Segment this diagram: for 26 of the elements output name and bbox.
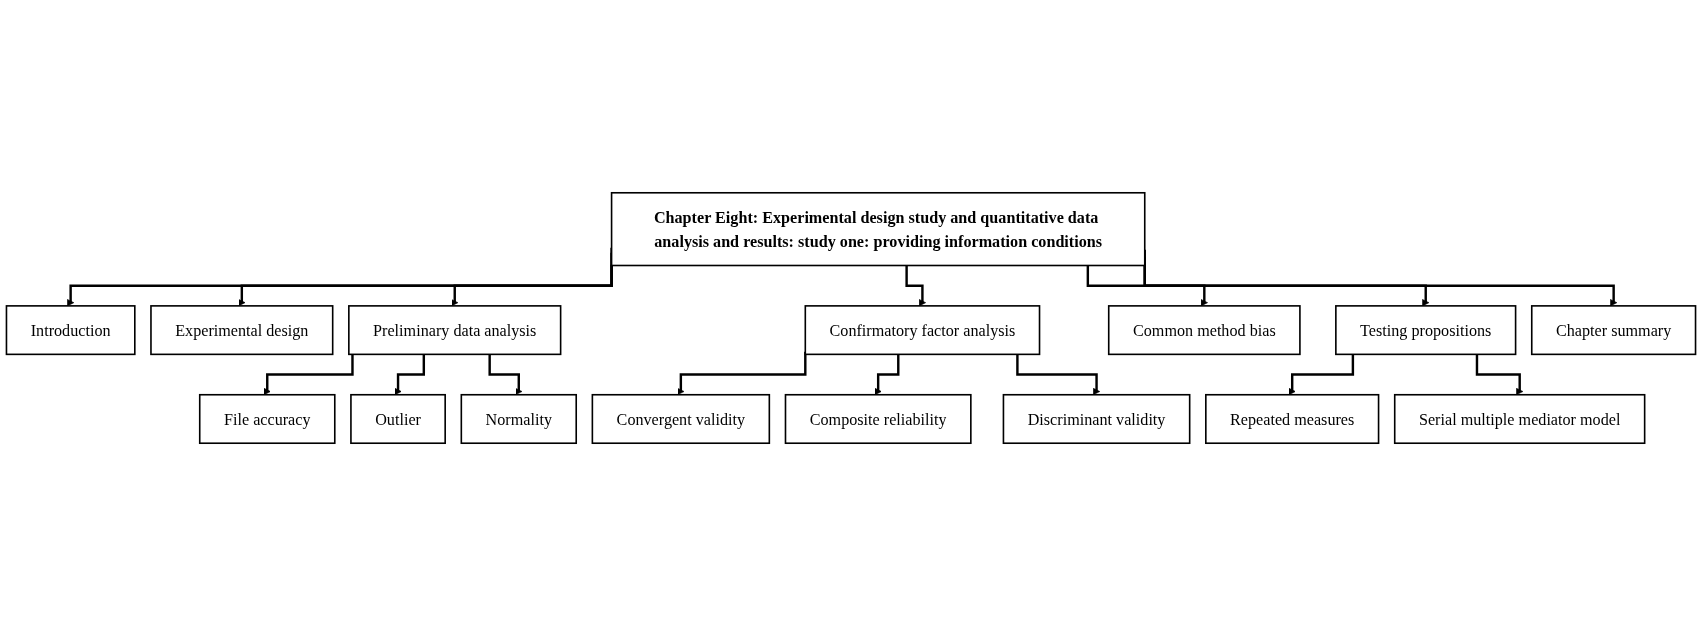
arrow — [905, 265, 926, 307]
node-box: Chapter summary — [1530, 305, 1697, 356]
arrow — [1475, 354, 1524, 396]
node-box: Testing propositions — [1335, 305, 1517, 356]
arrow — [874, 354, 900, 396]
arrow — [1288, 354, 1355, 396]
arrow — [451, 264, 613, 307]
arrow — [263, 354, 354, 396]
node-box: Chapter Eight: Experimental design study and quantitative data analysis and results: study one: providing information conditions — [610, 192, 1146, 267]
node-box: File accuracy — [198, 393, 336, 444]
node-box: Normality — [460, 393, 577, 444]
arrow — [394, 354, 426, 396]
node-box: Composite reliability — [784, 393, 972, 444]
node-box: Preliminary data analysis — [348, 305, 562, 356]
node-box: Repeated measures — [1205, 393, 1380, 444]
node-box: Confirmatory factor analysis — [804, 305, 1041, 356]
node-box: Introduction — [5, 305, 136, 356]
node-box: Serial multiple mediator model — [1393, 393, 1646, 444]
node-box: Experimental design — [150, 305, 334, 356]
arrow — [1086, 265, 1208, 307]
arrow — [1016, 354, 1101, 396]
node-box: Discriminant validity — [1002, 393, 1191, 444]
node-box: Outlier — [350, 393, 446, 444]
arrow — [488, 354, 523, 396]
node-box: Convergent validity — [591, 393, 771, 444]
node-box: Common method bias — [1107, 305, 1301, 356]
